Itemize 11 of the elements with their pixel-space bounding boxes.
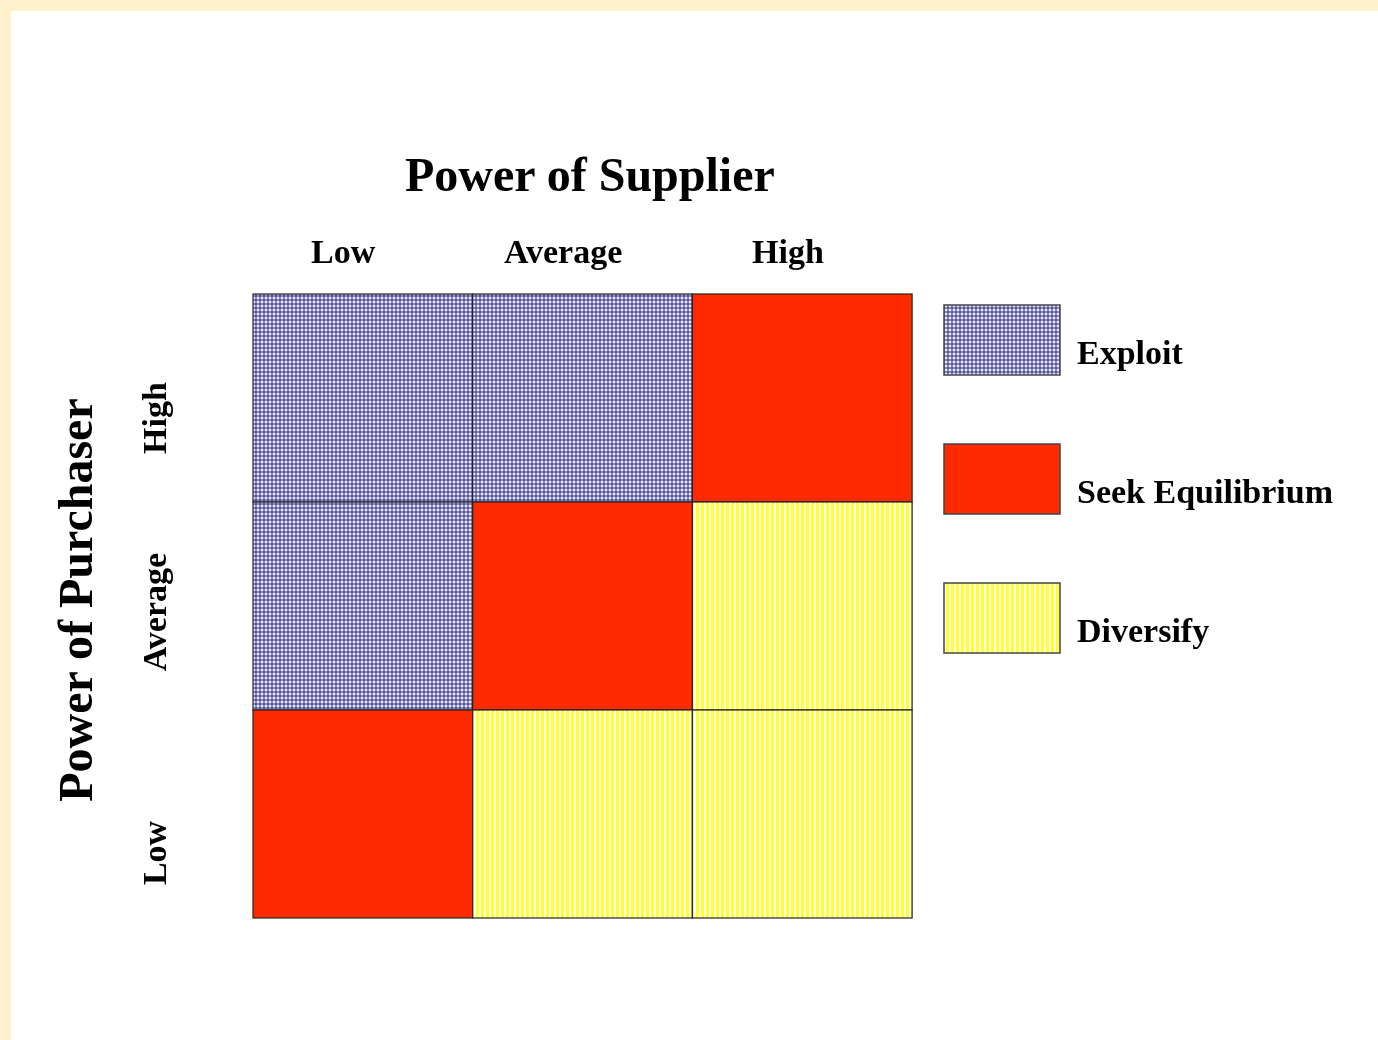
row-label: High [137,382,172,454]
column-label: High [752,235,824,269]
axis-title: Power of Supplier [405,151,775,199]
legend-label: Seek Equilibrium [1077,475,1333,509]
row-label: Average [138,552,173,672]
axis-title: Power of Purchaser [51,398,100,802]
legend-label: Diversify [1077,614,1210,648]
column-label: Average [504,235,623,269]
column-label: Low [311,235,376,269]
row-label: Low [138,820,173,886]
legend-label: Exploit [1077,336,1183,370]
